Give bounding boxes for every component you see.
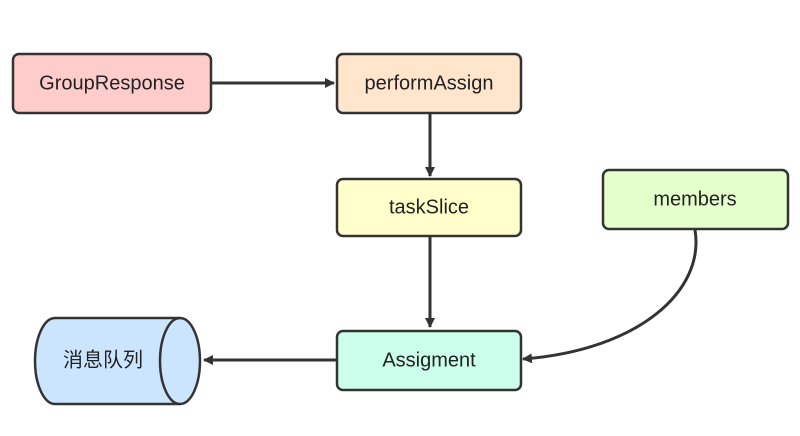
cylinder-end-cap — [158, 316, 181, 406]
node-message-queue-cylinder: 消息队列 — [33, 316, 202, 406]
node-box — [335, 177, 523, 238]
node-label: performAssign — [365, 72, 494, 94]
node-members: members — [601, 168, 790, 231]
node-task-slice: taskSlice — [335, 177, 523, 238]
node-label: taskSlice — [389, 196, 469, 218]
node-box — [601, 168, 790, 231]
edge-members-to-assigment — [522, 229, 698, 364]
node-perform-assign: performAssign — [335, 52, 523, 115]
node-label: GroupResponse — [39, 72, 185, 94]
node-assigment: Assigment — [335, 329, 523, 392]
edges — [203, 78, 698, 365]
node-label: 消息队列 — [63, 348, 143, 371]
node-box — [11, 52, 213, 115]
node-box — [335, 52, 523, 115]
node-group-response: GroupResponse — [11, 52, 213, 115]
node-box — [335, 329, 523, 392]
node-label: members — [653, 188, 736, 210]
node-label: Assigment — [382, 349, 476, 371]
